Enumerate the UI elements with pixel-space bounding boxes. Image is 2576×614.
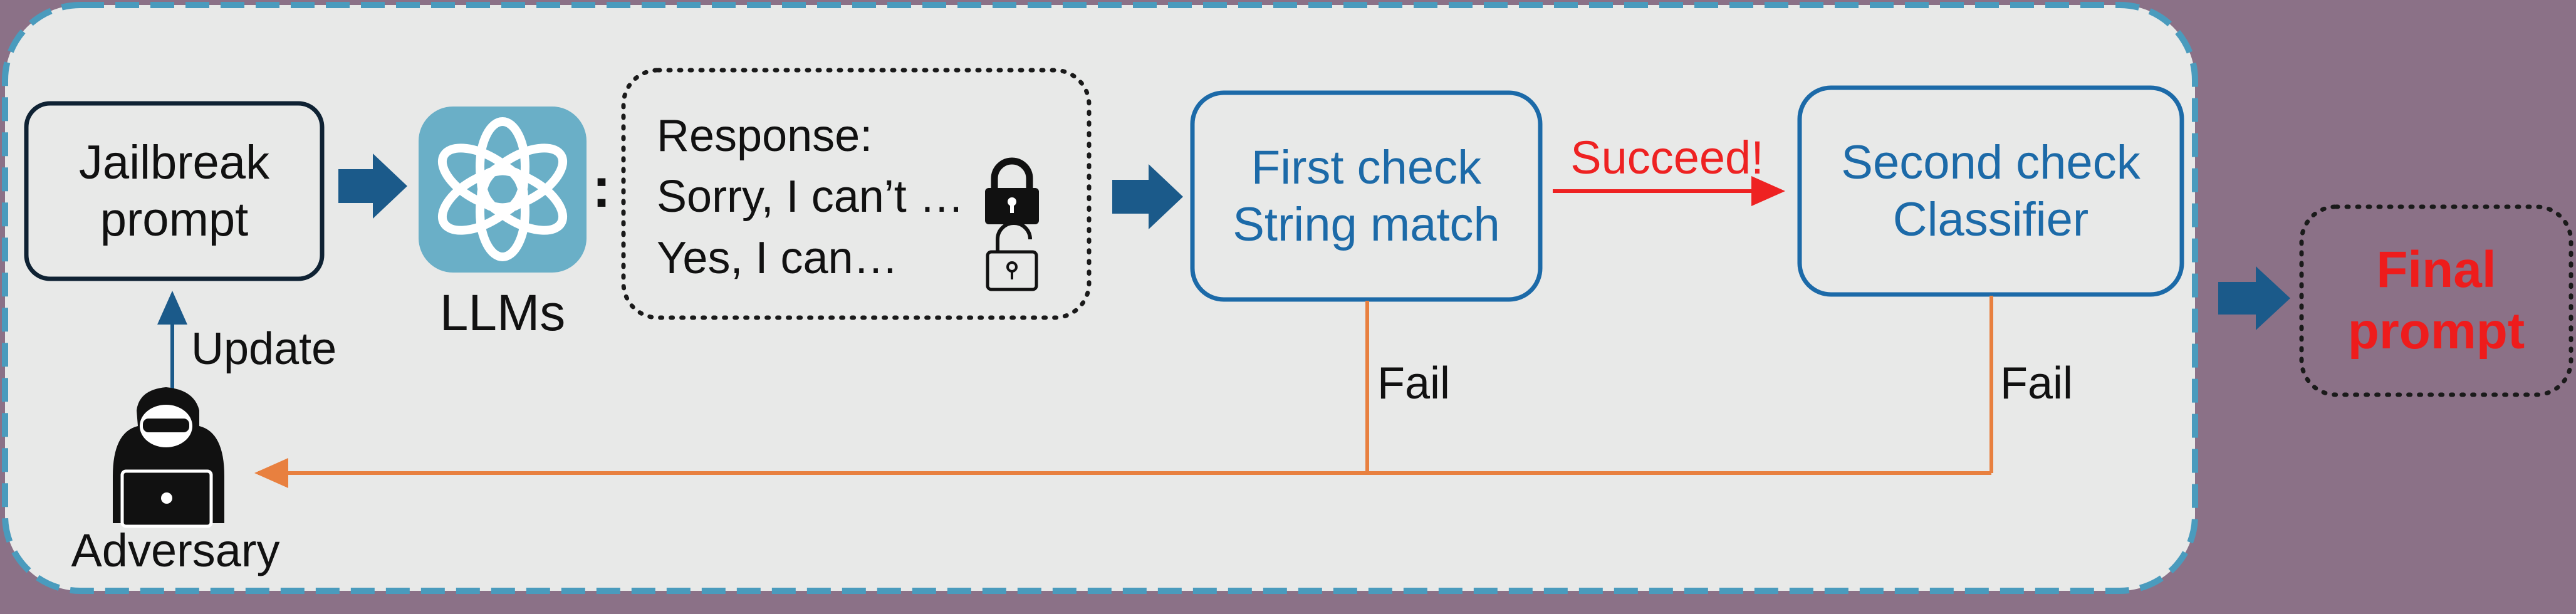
final-prompt-box <box>2299 204 2573 397</box>
first-check-box <box>1190 90 1543 302</box>
succeed-label: Succeed! <box>1570 132 1764 184</box>
update-label: Update <box>191 324 337 375</box>
second-check-line2: Classifier <box>1892 193 2089 246</box>
llm-label: LLMs <box>439 284 566 341</box>
jailbreak-line1: Jailbreak <box>78 135 270 189</box>
final-prompt-label: Final prompt <box>2302 207 2571 395</box>
arrow-to-first-check <box>1112 164 1183 229</box>
response-refusal: Sorry, I can’t … <box>657 172 964 222</box>
response-text: Response: Sorry, I can’t … Yes, I can… <box>657 100 1008 294</box>
jailbreak-prompt-box <box>24 101 325 281</box>
first-check-label: First check String match <box>1192 93 1540 299</box>
adversary-label: Adversary <box>71 524 280 577</box>
openai-logo-icon <box>419 107 587 273</box>
lock-open-icon <box>986 221 1038 291</box>
arrow-to-final-prompt <box>2218 266 2290 330</box>
hacker-icon <box>113 387 224 528</box>
final-prompt-line1: Final <box>2376 241 2496 298</box>
arrow-to-llm <box>338 154 407 219</box>
first-check-line2: String match <box>1233 198 1500 251</box>
jailbreak-prompt-label: Jailbreak prompt <box>26 103 322 279</box>
first-check-line1: First check <box>1251 140 1482 194</box>
second-check-box <box>1797 85 2184 297</box>
fail-label-first: Fail <box>1377 358 1451 409</box>
final-prompt-line2: prompt <box>2347 303 2525 360</box>
llm-colon: : <box>592 157 611 219</box>
second-check-line1: Second check <box>1841 135 2141 189</box>
response-box <box>621 68 1092 320</box>
jailbreak-line2: prompt <box>100 193 249 246</box>
lock-closed-icon <box>985 157 1039 224</box>
fail-label-second: Fail <box>2000 358 2073 409</box>
response-comply: Yes, I can… <box>657 232 899 283</box>
second-check-label: Second check Classifier <box>1800 88 2182 294</box>
response-title: Response: <box>657 111 873 162</box>
